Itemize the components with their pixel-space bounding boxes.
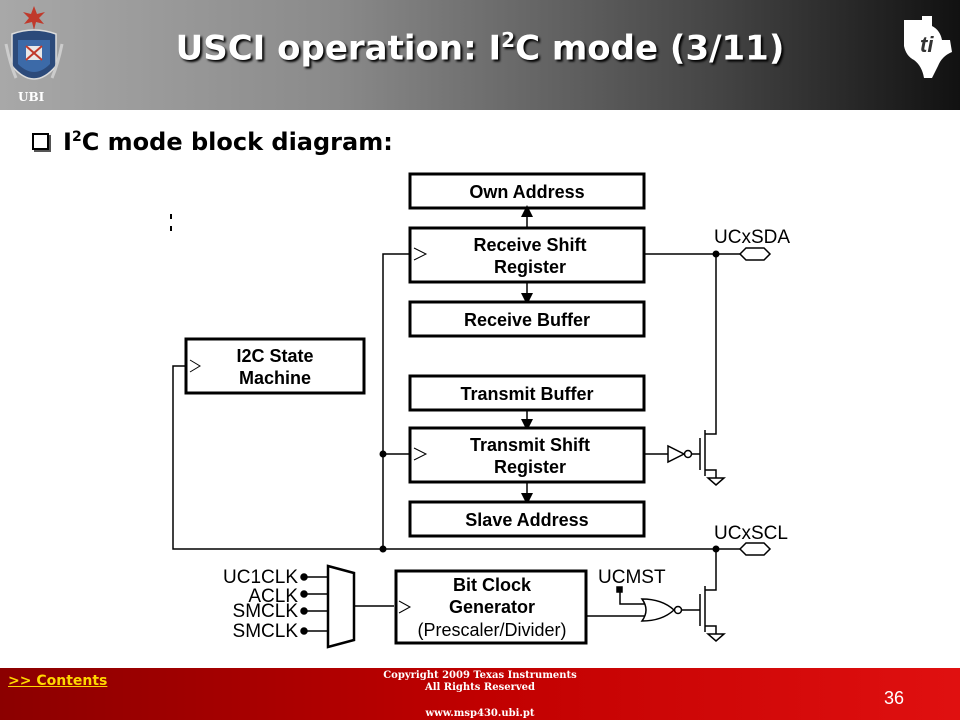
svg-text:Transmit Shift: Transmit Shift [470, 435, 590, 455]
own-address-block: Own Address [408, 172, 646, 210]
bit-clock-generator-block: Bit Clock Generator (Prescaler/Divider) [394, 569, 588, 645]
page-title: USCI operation: I2C mode (3/11) [175, 28, 785, 69]
clock-source-label: SMCLK [233, 601, 299, 622]
svg-text:I2C State: I2C State [236, 346, 313, 366]
website-url: www.msp430.ubi.pt [425, 708, 535, 719]
clock-source-label: SMCLK [233, 621, 299, 642]
svg-text:ti: ti [920, 32, 934, 57]
i2c-block-diagram: Own Address Receive Shift Register Recei… [170, 172, 790, 649]
svg-text:Transmit Buffer: Transmit Buffer [460, 384, 593, 404]
svg-text:Bit Clock: Bit Clock [453, 575, 532, 595]
texas-instruments-logo: ti [904, 16, 952, 78]
clock-source-label: ACLK [248, 586, 298, 607]
scl-pin-label: UCxSCL [714, 523, 788, 544]
svg-text:Register: Register [494, 457, 566, 477]
receive-shift-register-block: Receive Shift Register [408, 226, 646, 284]
clock-source-label: UC1CLK [223, 567, 298, 588]
ubi-label: UBI [18, 90, 45, 104]
slave-address-block: Slave Address [408, 500, 646, 538]
scl-line [715, 548, 740, 585]
page-number: 36 [884, 688, 905, 708]
bullet-square-icon [32, 132, 49, 150]
sda-pin-label: UCxSDA [714, 227, 790, 248]
svg-text:Machine: Machine [239, 368, 311, 388]
section-heading: I2C mode block diagram: [32, 128, 393, 156]
svg-text:Slave Address: Slave Address [465, 510, 588, 530]
sda-pin-icon [738, 247, 772, 261]
svg-text:Generator: Generator [449, 597, 535, 617]
contents-link[interactable]: >> Contents [8, 673, 108, 689]
copyright-notice: Copyright 2009 Texas Instruments All Rig… [383, 670, 577, 693]
clock-mux [300, 564, 394, 649]
scl-pin-icon [738, 542, 772, 556]
sda-driver [644, 428, 726, 486]
receive-buffer-block: Receive Buffer [408, 300, 646, 338]
clock-source-labels: UC1CLK ACLK SMCLK SMCLK [223, 567, 298, 642]
transmit-buffer-block: Transmit Buffer [408, 374, 646, 412]
i2c-state-machine-block: I2C State Machine [184, 337, 366, 395]
transmit-shift-register-block: Transmit Shift Register [408, 426, 646, 484]
svg-text:Receive Shift: Receive Shift [473, 235, 586, 255]
svg-text:Own Address: Own Address [469, 182, 584, 202]
ucmst-label: UCMST [598, 567, 666, 588]
ubi-crest-logo [4, 6, 64, 80]
slide-footer: >> Contents Copyright 2009 Texas Instrum… [0, 668, 960, 720]
sda-line [644, 253, 740, 428]
slide-header: UBI USCI operation: I2C mode (3/11) ti [0, 0, 960, 110]
svg-text:Receive Buffer: Receive Buffer [464, 310, 590, 330]
svg-text:(Prescaler/Divider): (Prescaler/Divider) [417, 620, 566, 640]
scl-driver [586, 585, 726, 642]
svg-text:Register: Register [494, 257, 566, 277]
